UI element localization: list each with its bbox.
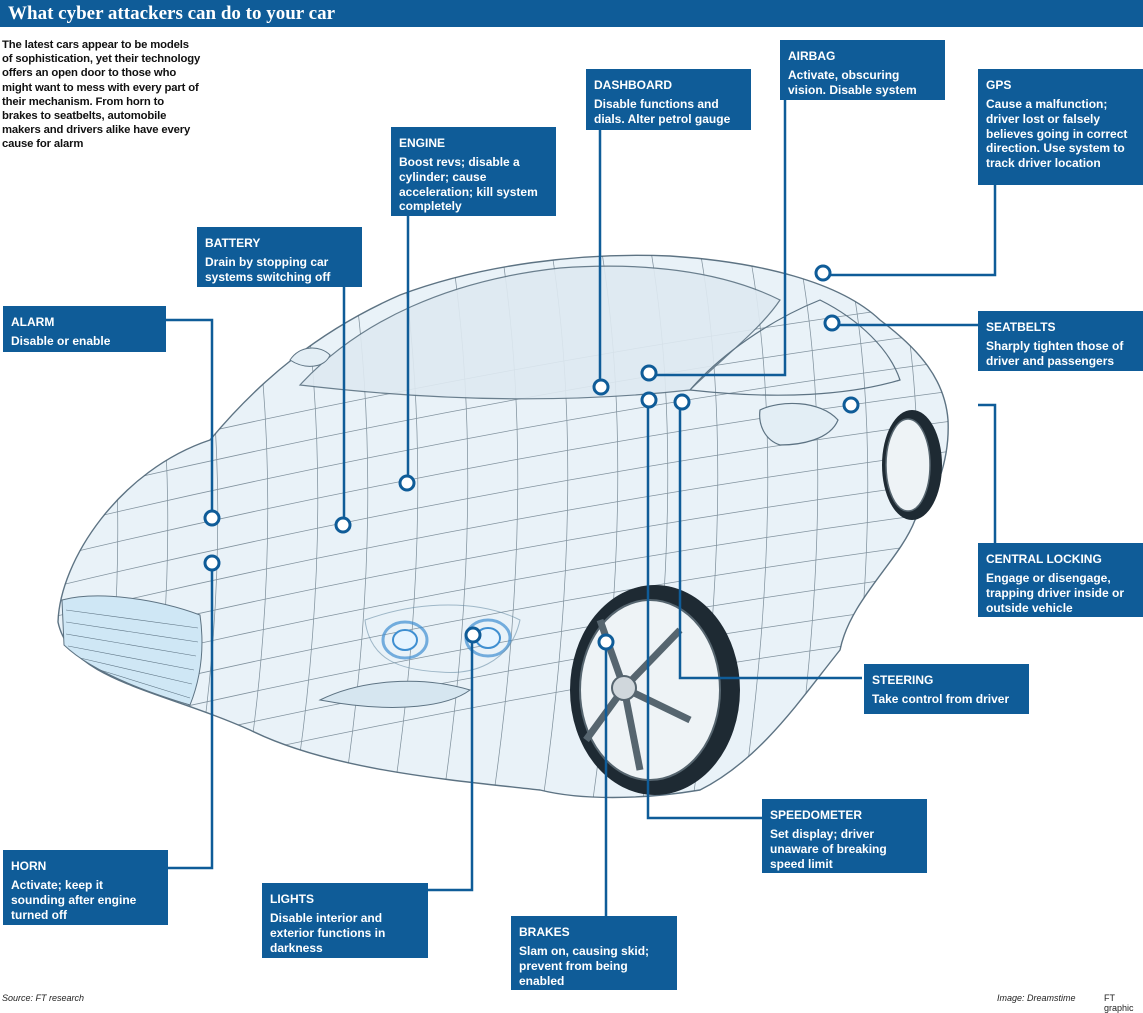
callout-text: Sharply tighten those of driver and pass… [986, 339, 1124, 368]
windshield [298, 265, 781, 400]
callout-dashboard: DASHBOARD Disable functions and dials. A… [586, 69, 751, 130]
intro-text: The latest cars appear to be models of s… [2, 39, 201, 151]
callout-title: BATTERY [205, 236, 261, 250]
callout-title: CENTRAL LOCKING [986, 552, 1102, 566]
callout-title: ENGINE [399, 136, 446, 150]
callout-title: AIRBAG [788, 49, 836, 63]
callout-title: SEATBELTS [986, 320, 1056, 334]
callout-horn: HORN Activate; keep it sounding after en… [3, 850, 168, 925]
callout-text: Drain by stopping car systems switching … [205, 255, 331, 284]
callout-brakes: BRAKES Slam on, causing skid; prevent fr… [511, 916, 677, 990]
callout-title: LIGHTS [270, 892, 314, 906]
left-mirror [289, 347, 331, 367]
side-window [688, 299, 901, 396]
callout-title: BRAKES [519, 925, 570, 939]
callout-text: Set display; driver unaware of breaking … [770, 827, 887, 871]
callout-engine: ENGINE Boost revs; disable a cylinder; c… [391, 127, 556, 216]
callout-text: Activate; keep it sounding after engine … [11, 878, 137, 922]
callout-steering: STEERING Take control from driver [864, 664, 1029, 714]
callout-text: Disable functions and dials. Alter petro… [594, 97, 731, 126]
callout-title: STEERING [872, 673, 934, 687]
callout-title: HORN [11, 859, 47, 873]
callout-speedometer: SPEEDOMETER Set display; driver unaware … [762, 799, 927, 873]
callout-title: DASHBOARD [594, 78, 672, 92]
front-wheel [570, 585, 740, 795]
callout-text: Boost revs; disable a cylinder; cause ac… [399, 155, 538, 214]
callout-seatbelts: SEATBELTS Sharply tighten those of drive… [978, 311, 1143, 371]
callout-text: Take control from driver [872, 692, 1010, 706]
image-credit: Image: Dreamstime [997, 993, 1076, 1003]
callout-text: Disable interior and exterior functions … [270, 911, 386, 955]
leader-lines [166, 100, 997, 916]
callout-lights: LIGHTS Disable interior and exterior fun… [262, 883, 428, 958]
hotspot-markers [203, 264, 860, 651]
callout-title: SPEEDOMETER [770, 808, 863, 822]
callout-title: GPS [986, 78, 1012, 92]
callout-battery: BATTERY Drain by stopping car systems sw… [197, 227, 362, 287]
page-title: What cyber attackers can do to your car [0, 0, 1143, 27]
callout-gps: GPS Cause a malfunction; driver lost or … [978, 69, 1143, 185]
callout-title: ALARM [11, 315, 55, 329]
callout-text: Cause a malfunction; driver lost or fals… [986, 97, 1128, 171]
callout-text: Disable or enable [11, 334, 111, 348]
callout-text: Activate, obscuring vision. Disable syst… [788, 68, 917, 97]
callout-airbag: AIRBAG Activate, obscuring vision. Disab… [780, 40, 945, 100]
callout-text: Slam on, causing skid; prevent from bein… [519, 944, 650, 988]
headlight [364, 604, 521, 673]
lower-intake [318, 680, 472, 708]
front-grille [61, 595, 203, 706]
callout-central-locking: CENTRAL LOCKING Engage or disengage, tra… [978, 543, 1143, 617]
side-mirror [759, 402, 839, 446]
callout-text: Engage or disengage, trapping driver ins… [986, 571, 1125, 615]
callout-alarm: ALARM Disable or enable [3, 306, 166, 352]
source-note: Source: FT research [2, 993, 85, 1003]
grille-lines [65, 609, 199, 699]
graphic-credit: FT graphic [1104, 993, 1134, 1013]
rear-wheel [882, 410, 942, 520]
